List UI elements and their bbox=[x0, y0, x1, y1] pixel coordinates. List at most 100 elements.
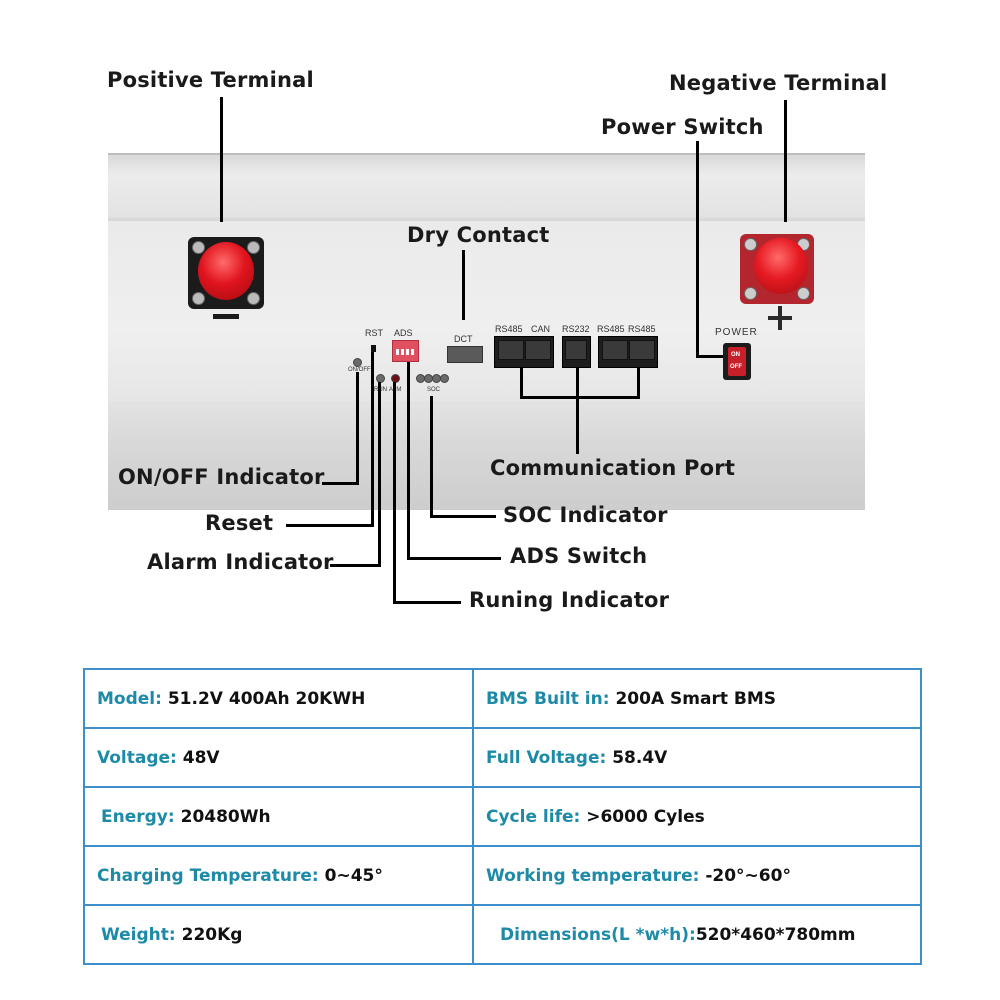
communication-port-label: Communication Port bbox=[490, 456, 736, 480]
spec-cell: Voltage: 48V bbox=[83, 727, 474, 788]
rs485-can-port[interactable] bbox=[494, 336, 554, 368]
dct-label: DCT bbox=[454, 334, 473, 344]
rst-label: RST bbox=[365, 328, 383, 338]
positive-terminal bbox=[188, 237, 264, 309]
terminal-cap bbox=[198, 242, 254, 300]
on-off-led bbox=[353, 358, 362, 367]
leader-dry-contact bbox=[462, 250, 465, 320]
power-label: POWER bbox=[715, 327, 758, 338]
spec-table: Model: 51.2V 400Ah 20KWH BMS Built in: 2… bbox=[83, 668, 922, 965]
ads-dip-switch[interactable] bbox=[392, 340, 419, 362]
port-rs485-label-3: RS485 bbox=[628, 324, 656, 334]
spec-key: Weight: bbox=[101, 924, 176, 945]
dry-contact-label: Dry Contact bbox=[407, 223, 550, 247]
rs485-dual-port[interactable] bbox=[598, 336, 658, 368]
power-switch-label: Power Switch bbox=[601, 115, 764, 139]
spec-value: 200A Smart BMS bbox=[615, 688, 776, 709]
panel-bottom-lip bbox=[108, 401, 865, 510]
spec-key: Full Voltage: bbox=[486, 747, 607, 768]
table-row: Energy: 20480Wh Cycle life: >6000 Cyles bbox=[83, 786, 922, 847]
table-row: Model: 51.2V 400Ah 20KWH BMS Built in: 2… bbox=[83, 668, 922, 729]
spec-key: Dimensions(L *w*h): bbox=[500, 924, 696, 945]
reset-label: Reset bbox=[205, 511, 274, 535]
rj45-jack bbox=[525, 340, 551, 360]
leader-onoff-h bbox=[322, 482, 359, 485]
spec-value: -20°~60° bbox=[705, 865, 791, 886]
leader-reset-v bbox=[371, 352, 374, 527]
leader-comm-c bbox=[637, 368, 640, 398]
leader-negative bbox=[784, 100, 787, 222]
leader-ads-v bbox=[407, 362, 410, 560]
port-rs232-label: RS232 bbox=[562, 324, 590, 334]
power-switch[interactable]: ON OFF bbox=[723, 343, 751, 380]
leader-positive bbox=[220, 97, 223, 222]
spec-key: Energy: bbox=[101, 806, 175, 827]
spec-cell: Energy: 20480Wh bbox=[83, 786, 474, 847]
spec-cell: BMS Built in: 200A Smart BMS bbox=[472, 668, 922, 729]
leader-alarm-h bbox=[330, 564, 381, 567]
ads-label: ADS bbox=[394, 328, 413, 338]
alarm-indicator-label: Alarm Indicator bbox=[147, 550, 334, 574]
spec-key: Working temperature: bbox=[486, 865, 700, 886]
reset-button[interactable] bbox=[371, 345, 376, 352]
plus-sign-icon-vertical bbox=[778, 306, 782, 330]
leader-comm-b bbox=[576, 368, 579, 454]
switch-on-label: ON bbox=[731, 352, 740, 358]
spec-value: >6000 Cyles bbox=[586, 806, 705, 827]
leader-ads-h bbox=[407, 557, 501, 560]
positive-terminal-label: Positive Terminal bbox=[107, 68, 314, 92]
rocker: ON OFF bbox=[728, 347, 746, 376]
leader-power-v bbox=[696, 141, 699, 357]
screw-icon bbox=[744, 287, 757, 300]
ads-switch-label: ADS Switch bbox=[510, 544, 648, 568]
spec-key: BMS Built in: bbox=[486, 688, 610, 709]
leader-soc-h bbox=[430, 515, 496, 518]
spec-cell: Dimensions(L *w*h):520*460*780mm bbox=[472, 904, 922, 965]
rj45-jack bbox=[498, 340, 524, 360]
leader-comm-a bbox=[520, 368, 523, 398]
spec-value: 0~45° bbox=[324, 865, 383, 886]
spec-value: 220Kg bbox=[181, 924, 243, 945]
leader-power-h bbox=[696, 355, 723, 358]
dip-lever bbox=[401, 349, 404, 355]
leader-reset-h bbox=[286, 524, 374, 527]
minus-sign-icon bbox=[213, 314, 239, 319]
table-row: Weight: 220Kg Dimensions(L *w*h):520*460… bbox=[83, 904, 922, 965]
spec-value: 520*460*780mm bbox=[695, 924, 856, 945]
on-off-indicator-label: ON/OFF Indicator bbox=[118, 465, 325, 489]
negative-terminal bbox=[740, 234, 814, 304]
spec-key: Charging Temperature: bbox=[97, 865, 319, 886]
soc-label: SOC bbox=[427, 387, 441, 393]
screw-icon bbox=[192, 292, 205, 305]
spec-cell: Weight: 220Kg bbox=[83, 904, 474, 965]
screw-icon bbox=[247, 292, 260, 305]
dry-contact-terminal bbox=[447, 346, 483, 363]
spec-value: 51.2V 400Ah 20KWH bbox=[167, 688, 366, 709]
rj11-jack bbox=[565, 340, 587, 360]
leader-alarm-v bbox=[378, 382, 381, 567]
spec-cell: Charging Temperature: 0~45° bbox=[83, 845, 474, 906]
leader-running-v bbox=[393, 382, 396, 604]
screw-icon bbox=[797, 287, 810, 300]
spec-key: Model: bbox=[97, 688, 162, 709]
spec-key: Voltage: bbox=[97, 747, 177, 768]
spec-cell: Model: 51.2V 400Ah 20KWH bbox=[83, 668, 474, 729]
leader-running-h bbox=[393, 601, 461, 604]
dip-lever bbox=[396, 349, 399, 355]
spec-cell: Cycle life: >6000 Cyles bbox=[472, 786, 922, 847]
rs232-port[interactable] bbox=[562, 336, 591, 368]
leader-soc-v bbox=[430, 396, 433, 517]
soc-led-4 bbox=[440, 374, 449, 383]
spec-cell: Working temperature: -20°~60° bbox=[472, 845, 922, 906]
spec-key: Cycle life: bbox=[486, 806, 581, 827]
dip-lever bbox=[406, 349, 409, 355]
running-indicator-label: Runing Indicator bbox=[469, 588, 670, 612]
spec-value: 48V bbox=[182, 747, 220, 768]
port-rs485-label-2: RS485 bbox=[597, 324, 625, 334]
rj45-jack bbox=[602, 340, 628, 360]
leader-onoff-v bbox=[356, 372, 359, 484]
spec-value: 58.4V bbox=[612, 747, 668, 768]
leader-comm-h bbox=[520, 396, 640, 399]
screw-icon bbox=[192, 241, 205, 254]
screw-icon bbox=[744, 238, 757, 251]
